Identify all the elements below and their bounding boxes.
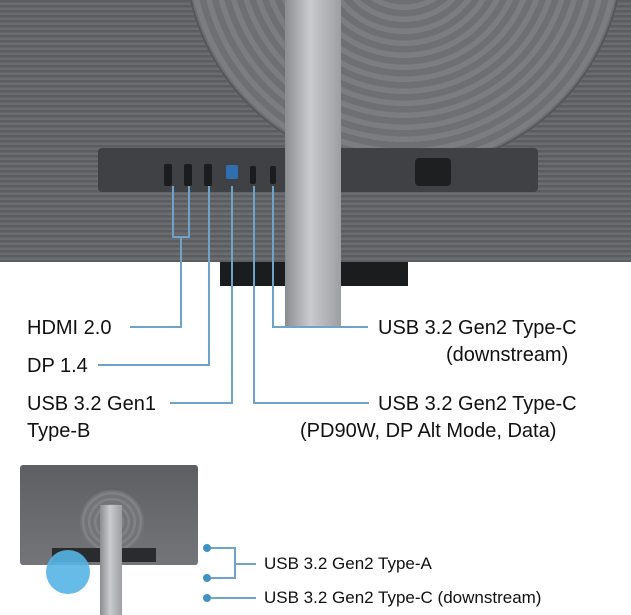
callout-line-side [234,563,256,565]
label-usbc-down-line2: (downstream) [446,344,569,366]
callout-line-usbc-pd [253,402,369,404]
label-side-usba: USB 3.2 Gen2 Type-A [264,554,432,573]
label-usbc-pd-line1: USB 3.2 Gen2 Type-C [378,393,577,415]
label-usbc-down-line1: USB 3.2 Gen2 Type-C [378,317,577,339]
label-usbc-pd-line2: (PD90W, DP Alt Mode, Data) [300,420,557,442]
power-socket-icon [415,158,451,186]
displayport-icon [204,164,212,186]
label-side-usbc: USB 3.2 Gen2 Type-C (downstream) [264,588,542,607]
label-usb-b-line1: USB 3.2 Gen1 [27,393,156,415]
label-dp: DP 1.4 [27,355,88,377]
label-hdmi: HDMI 2.0 [27,317,112,339]
stand-neck [285,0,341,326]
thumbnail-port-highlight [46,550,90,594]
callout-line-hdmi [180,236,182,328]
usb-c-port-icon [270,166,276,184]
callout-line-hdmi [188,186,190,238]
callout-dot-usba [203,544,211,552]
callout-line-usbc-pd [253,186,255,404]
callout-line-dp [98,364,210,366]
callout-dot-side [203,594,211,602]
usb-b-port-icon [226,165,238,179]
hdmi-port-icon [184,164,192,186]
callout-line-usbc-down [272,186,274,328]
hdmi-port-icon [164,164,172,186]
callout-dot-usbc [203,574,211,582]
callout-line-hdmi [172,186,174,238]
callout-line-side [211,577,235,579]
label-usb-b-line2: Type-B [27,420,91,442]
callout-line-side [211,547,235,549]
callout-line-hdmi [130,326,182,328]
callout-line-usbc-down [272,326,368,328]
callout-line-side [211,597,256,599]
callout-line-usb-b [170,402,233,404]
callout-line-dp [208,186,210,366]
usb-c-port-icon [250,166,256,184]
thumbnail-stand-neck [100,505,122,615]
callout-line-usb-b [231,186,233,404]
